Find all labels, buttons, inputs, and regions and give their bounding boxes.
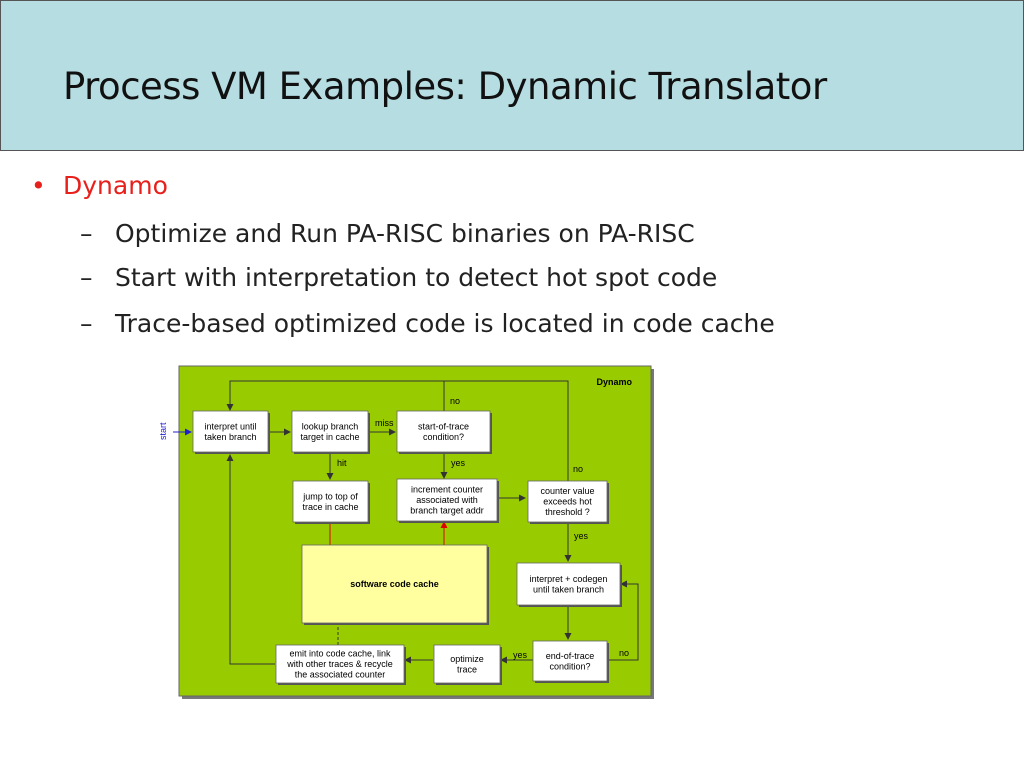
label-yes-end: yes	[513, 650, 528, 660]
box-cache: software code cache	[301, 544, 489, 625]
box-text: software code cache	[350, 579, 439, 589]
box-text: start-of-trace	[418, 421, 469, 431]
dash-icon: –	[80, 263, 93, 292]
label-yes-start: yes	[451, 458, 466, 468]
label-no-end: no	[619, 648, 629, 658]
box-text: with other traces & recycle	[286, 659, 393, 669]
arrow-counter-no	[444, 380, 569, 481]
label-hit: hit	[337, 458, 347, 468]
box-text: condition?	[549, 661, 590, 671]
start-label: start	[158, 422, 168, 440]
arrow-no-loop	[226, 380, 445, 411]
dash-icon: –	[80, 219, 93, 248]
box-text: branch target addr	[410, 506, 484, 516]
label-no-counter: no	[573, 464, 583, 474]
box-text: optimize	[450, 654, 484, 664]
label-miss: miss	[375, 418, 394, 428]
bullet-dot-icon: •	[31, 171, 46, 200]
box-text: taken branch	[204, 432, 256, 442]
box-text: the associated counter	[295, 670, 386, 680]
subbullet-text: Optimize and Run PA-RISC binaries on PA-…	[115, 219, 695, 248]
arrow-emit-interpret	[226, 454, 275, 665]
box-rect	[291, 410, 369, 453]
box-text: until taken branch	[533, 584, 604, 594]
arrow-end-no	[607, 580, 639, 661]
box-text: associated with	[416, 495, 478, 505]
box-rect	[527, 480, 608, 523]
box-text: emit into code cache, link	[289, 649, 391, 659]
box-text: exceeds hot	[543, 497, 592, 507]
box-text: jump to top of	[302, 491, 358, 501]
box-text: trace in cache	[302, 502, 358, 512]
subbullet-2: –Start with interpretation to detect hot…	[80, 263, 717, 292]
box-rect	[275, 644, 405, 684]
box-text: increment counter	[411, 485, 483, 495]
box-text: trace	[457, 664, 477, 674]
box-text: counter value	[540, 486, 594, 496]
label-no-top: no	[450, 396, 460, 406]
box-rect	[301, 544, 488, 624]
box-rect	[192, 410, 269, 453]
subbullet-1: –Optimize and Run PA-RISC binaries on PA…	[80, 219, 695, 248]
box-rect	[532, 640, 608, 682]
box-text: interpret until	[204, 421, 256, 431]
box-rect	[396, 410, 491, 453]
label-yes-counter: yes	[574, 531, 589, 541]
subbullet-3: –Trace-based optimized code is located i…	[80, 309, 775, 338]
box-rect	[516, 562, 621, 606]
title-bar: Process VM Examples: Dynamic Translator	[0, 0, 1024, 151]
box-text: condition?	[423, 432, 464, 442]
box-rect	[433, 644, 501, 684]
bullet-item: • Dynamo	[31, 171, 168, 200]
box-text: lookup branch	[302, 421, 359, 431]
bullet-text: Dynamo	[63, 171, 168, 200]
box-text: interpret + codegen	[530, 574, 608, 584]
box-rect	[292, 480, 369, 523]
dash-icon: –	[80, 309, 93, 338]
box-text: threshold ?	[545, 507, 590, 517]
subbullet-text: Start with interpretation to detect hot …	[115, 263, 718, 292]
box-rect	[396, 478, 498, 522]
slide-title: Process VM Examples: Dynamic Translator	[63, 65, 827, 108]
box-text: end-of-trace	[546, 651, 595, 661]
panel-label: Dynamo	[596, 377, 632, 387]
subbullet-text: Trace-based optimized code is located in…	[115, 309, 775, 338]
box-text: target in cache	[300, 432, 359, 442]
